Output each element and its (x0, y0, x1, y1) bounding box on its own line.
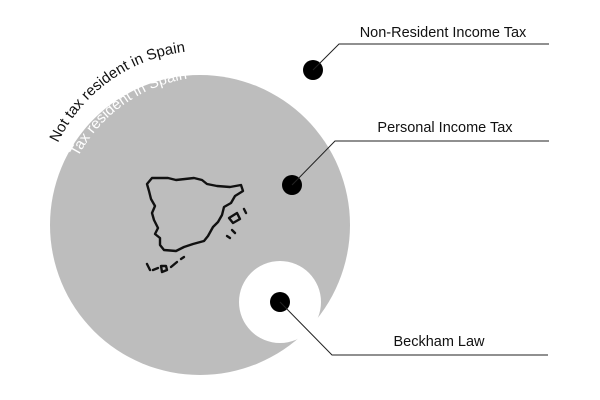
personal-income-label: Personal Income Tax (377, 120, 513, 136)
beckham-law-leader-line (279, 301, 548, 356)
non-resident-label: Non-Resident Income Tax (360, 25, 527, 41)
non-resident-leader-line (312, 43, 549, 71)
beckham-law-label: Beckham Law (393, 334, 485, 350)
spain-map-icon (145, 176, 248, 274)
personal-income-leader-line (291, 140, 549, 186)
